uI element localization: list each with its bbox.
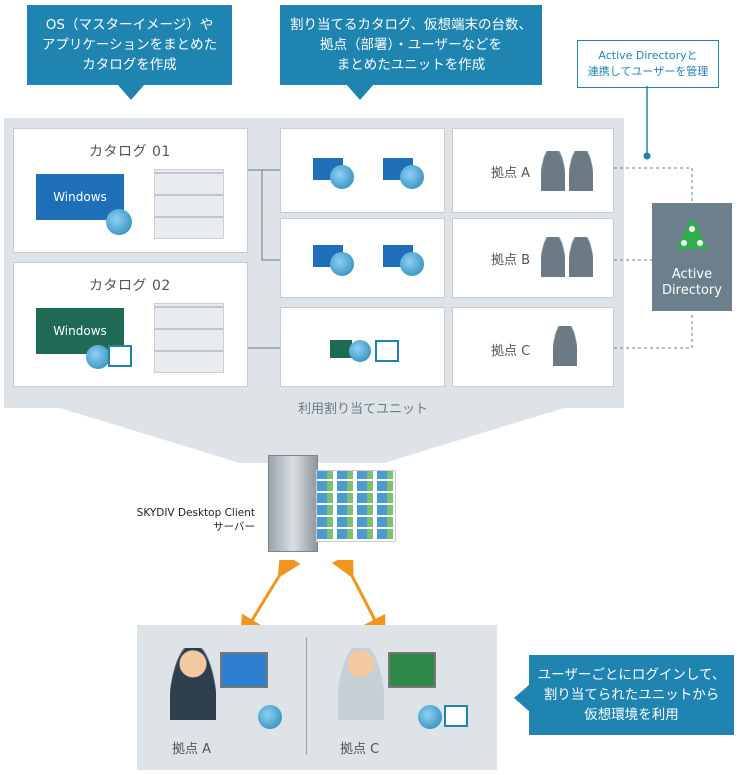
globe-icon xyxy=(418,705,442,729)
globe-icon xyxy=(400,252,424,276)
bottom-site-label: 拠点 C xyxy=(340,742,380,757)
callout-line: 割り当てるカタログ、仮想端末の台数、 xyxy=(289,17,533,33)
server-role: サーバー xyxy=(213,521,255,533)
site-label: 拠点 C xyxy=(491,344,531,359)
active-directory-box: Active Directory xyxy=(652,203,732,311)
server-name: SKYDIV Desktop Client xyxy=(136,507,255,519)
callout-line: 連携してユーザーを管理 xyxy=(587,65,709,78)
callout-pointer xyxy=(514,684,530,712)
catalog-title: カタログ 02 xyxy=(89,278,171,294)
callout-line: アプリケーションをまとめた xyxy=(41,37,218,53)
unit-callout: 割り当てるカタログ、仮想端末の台数、 拠点（部署）・ユーザーなどを まとめたユニ… xyxy=(280,5,542,85)
vm-icon xyxy=(330,340,352,358)
site-label: 拠点 A xyxy=(491,166,531,181)
callout-line: 割り当てられたユニットから xyxy=(543,687,720,703)
globe-icon xyxy=(330,165,354,189)
ad-callout: Active Directoryと 連携してユーザーを管理 xyxy=(577,40,719,88)
bottom-site-label: 拠点 A xyxy=(172,742,212,757)
catalog-panel-01: カタログ 01 Windows xyxy=(13,128,248,253)
callout-line: 仮想環境を利用 xyxy=(584,707,679,723)
callout-line: OS（マスターイメージ）や xyxy=(45,17,214,33)
ad-label-line1: Active xyxy=(671,267,713,282)
site-panel-c: 拠点 C xyxy=(452,307,614,387)
callout-line: ユーザーごとにログインして、 xyxy=(537,667,726,683)
desktop-icon xyxy=(108,345,132,367)
callout-pointer xyxy=(346,84,374,100)
site-panel-b: 拠点 B xyxy=(452,218,614,298)
unit-caption: 利用割り当てユニット xyxy=(298,402,429,417)
access-arrows xyxy=(239,560,386,640)
globe-icon xyxy=(258,705,282,729)
callout-line: Active Directoryと xyxy=(598,49,698,62)
active-directory-icon xyxy=(676,217,708,249)
ad-connector-lines xyxy=(614,86,693,349)
user-avatar-female xyxy=(338,648,384,720)
user-avatar-male xyxy=(170,648,216,720)
user-icon xyxy=(569,237,593,277)
user-icon xyxy=(541,237,565,277)
laptop-icon xyxy=(388,652,436,688)
app-cube-icon xyxy=(154,169,224,239)
server-icon xyxy=(268,455,318,552)
laptop-icon xyxy=(220,652,268,688)
desktop-icon xyxy=(375,340,399,362)
globe-icon xyxy=(400,165,424,189)
desktop-icon xyxy=(444,705,468,727)
callout-line: カタログを作成 xyxy=(82,57,177,73)
user-icon xyxy=(569,151,593,191)
callout-line: まとめたユニットを作成 xyxy=(336,57,486,73)
globe-icon xyxy=(86,345,110,369)
app-cube-icon xyxy=(154,303,224,373)
callout-pointer xyxy=(117,84,145,100)
globe-icon xyxy=(349,340,371,362)
globe-icon xyxy=(330,252,354,276)
divider xyxy=(306,637,307,755)
catalog-title: カタログ 01 xyxy=(89,144,171,160)
callout-line: 拠点（部署）・ユーザーなどを xyxy=(320,37,502,53)
site-panel-a: 拠点 A xyxy=(452,128,614,213)
user-icon xyxy=(553,326,577,366)
ad-label-line2: Directory xyxy=(662,283,722,298)
virtual-desktops-icon xyxy=(316,470,396,542)
site-label: 拠点 B xyxy=(491,253,531,268)
login-callout: ユーザーごとにログインして、 割り当てられたユニットから 仮想環境を利用 xyxy=(529,655,734,735)
globe-icon xyxy=(106,209,132,235)
catalog-callout: OS（マスターイメージ）や アプリケーションをまとめた カタログを作成 xyxy=(27,5,232,85)
catalog-unit-lines xyxy=(248,169,280,349)
catalog-panel-02: カタログ 02 Windows xyxy=(13,262,248,387)
user-icon xyxy=(541,151,565,191)
